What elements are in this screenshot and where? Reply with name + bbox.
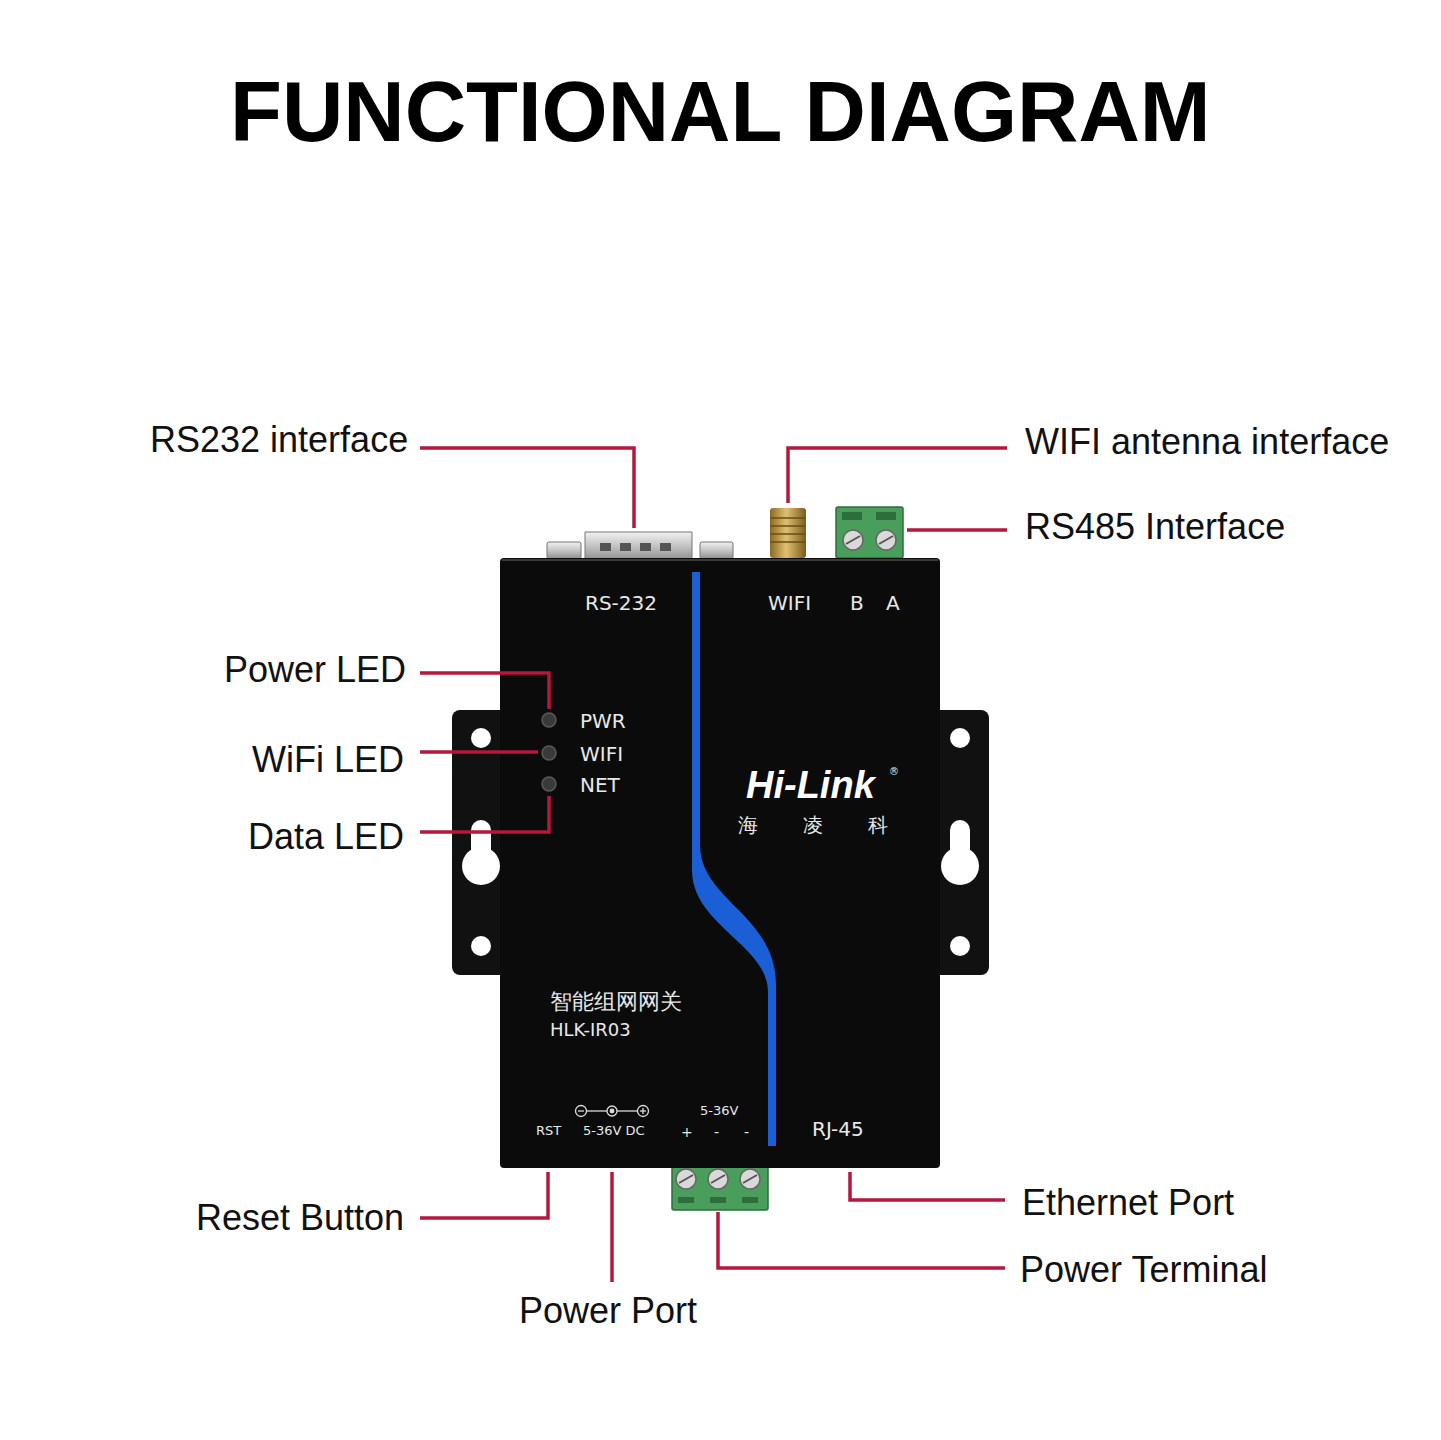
polarity-symbol <box>576 1106 649 1117</box>
panel-marking: 海凌科 <box>738 814 933 837</box>
panel-marking: WIFI <box>768 592 811 615</box>
callout-label: Power Port <box>519 1290 697 1331</box>
panel-marking: A <box>886 592 900 615</box>
panel-marking: WIFI <box>580 743 623 766</box>
callout-label: Ethernet Port <box>1022 1182 1234 1223</box>
power-terminal <box>672 1164 768 1210</box>
panel-marking: ® <box>889 766 899 778</box>
diagram-title: FUNCTIONAL DIAGRAM <box>230 63 1211 161</box>
rs485-terminal <box>836 507 903 558</box>
callout-label: WIFI antenna interface <box>1025 421 1389 462</box>
panel-marking: RST <box>536 1124 561 1139</box>
panel-marking: + <box>681 1124 693 1140</box>
callout-label: Power LED <box>224 649 406 690</box>
panel-marking: 智能组网网关 <box>550 989 682 1014</box>
panel-marking: PWR <box>580 710 626 733</box>
callout-label: Reset Button <box>196 1197 404 1238</box>
leader-line <box>420 448 1007 1282</box>
panel-marking: - <box>714 1124 719 1140</box>
panel-marking: B <box>850 592 864 615</box>
db9-connector <box>547 532 733 560</box>
panel-marking: HLK-IR03 <box>550 1020 631 1041</box>
callout-label: Data LED <box>248 816 404 857</box>
panel-marking: RJ-45 <box>812 1118 864 1141</box>
device-body <box>500 558 940 1168</box>
panel-marking: - <box>744 1124 749 1140</box>
device-housing: RS-232WIFIBAPWRWIFINETHi-Link®海凌科智能组网网关H… <box>500 558 940 1168</box>
led <box>542 746 556 760</box>
panel-marking: 5-36V <box>700 1104 738 1119</box>
led <box>542 777 556 791</box>
callout-label: RS232 interface <box>150 419 408 460</box>
callout-label: WiFi LED <box>252 739 404 780</box>
panel-marking: Hi-Link <box>746 764 875 808</box>
callout-label: RS485 Interface <box>1025 506 1285 547</box>
panel-marking: RS-232 <box>585 592 657 615</box>
panel-marking: NET <box>580 774 620 797</box>
callout-label: Power Terminal <box>1020 1249 1267 1290</box>
led <box>542 713 556 727</box>
antenna-connector <box>770 508 806 558</box>
panel-marking: 5-36V DC <box>583 1124 645 1139</box>
decor-stripe <box>692 572 776 1146</box>
